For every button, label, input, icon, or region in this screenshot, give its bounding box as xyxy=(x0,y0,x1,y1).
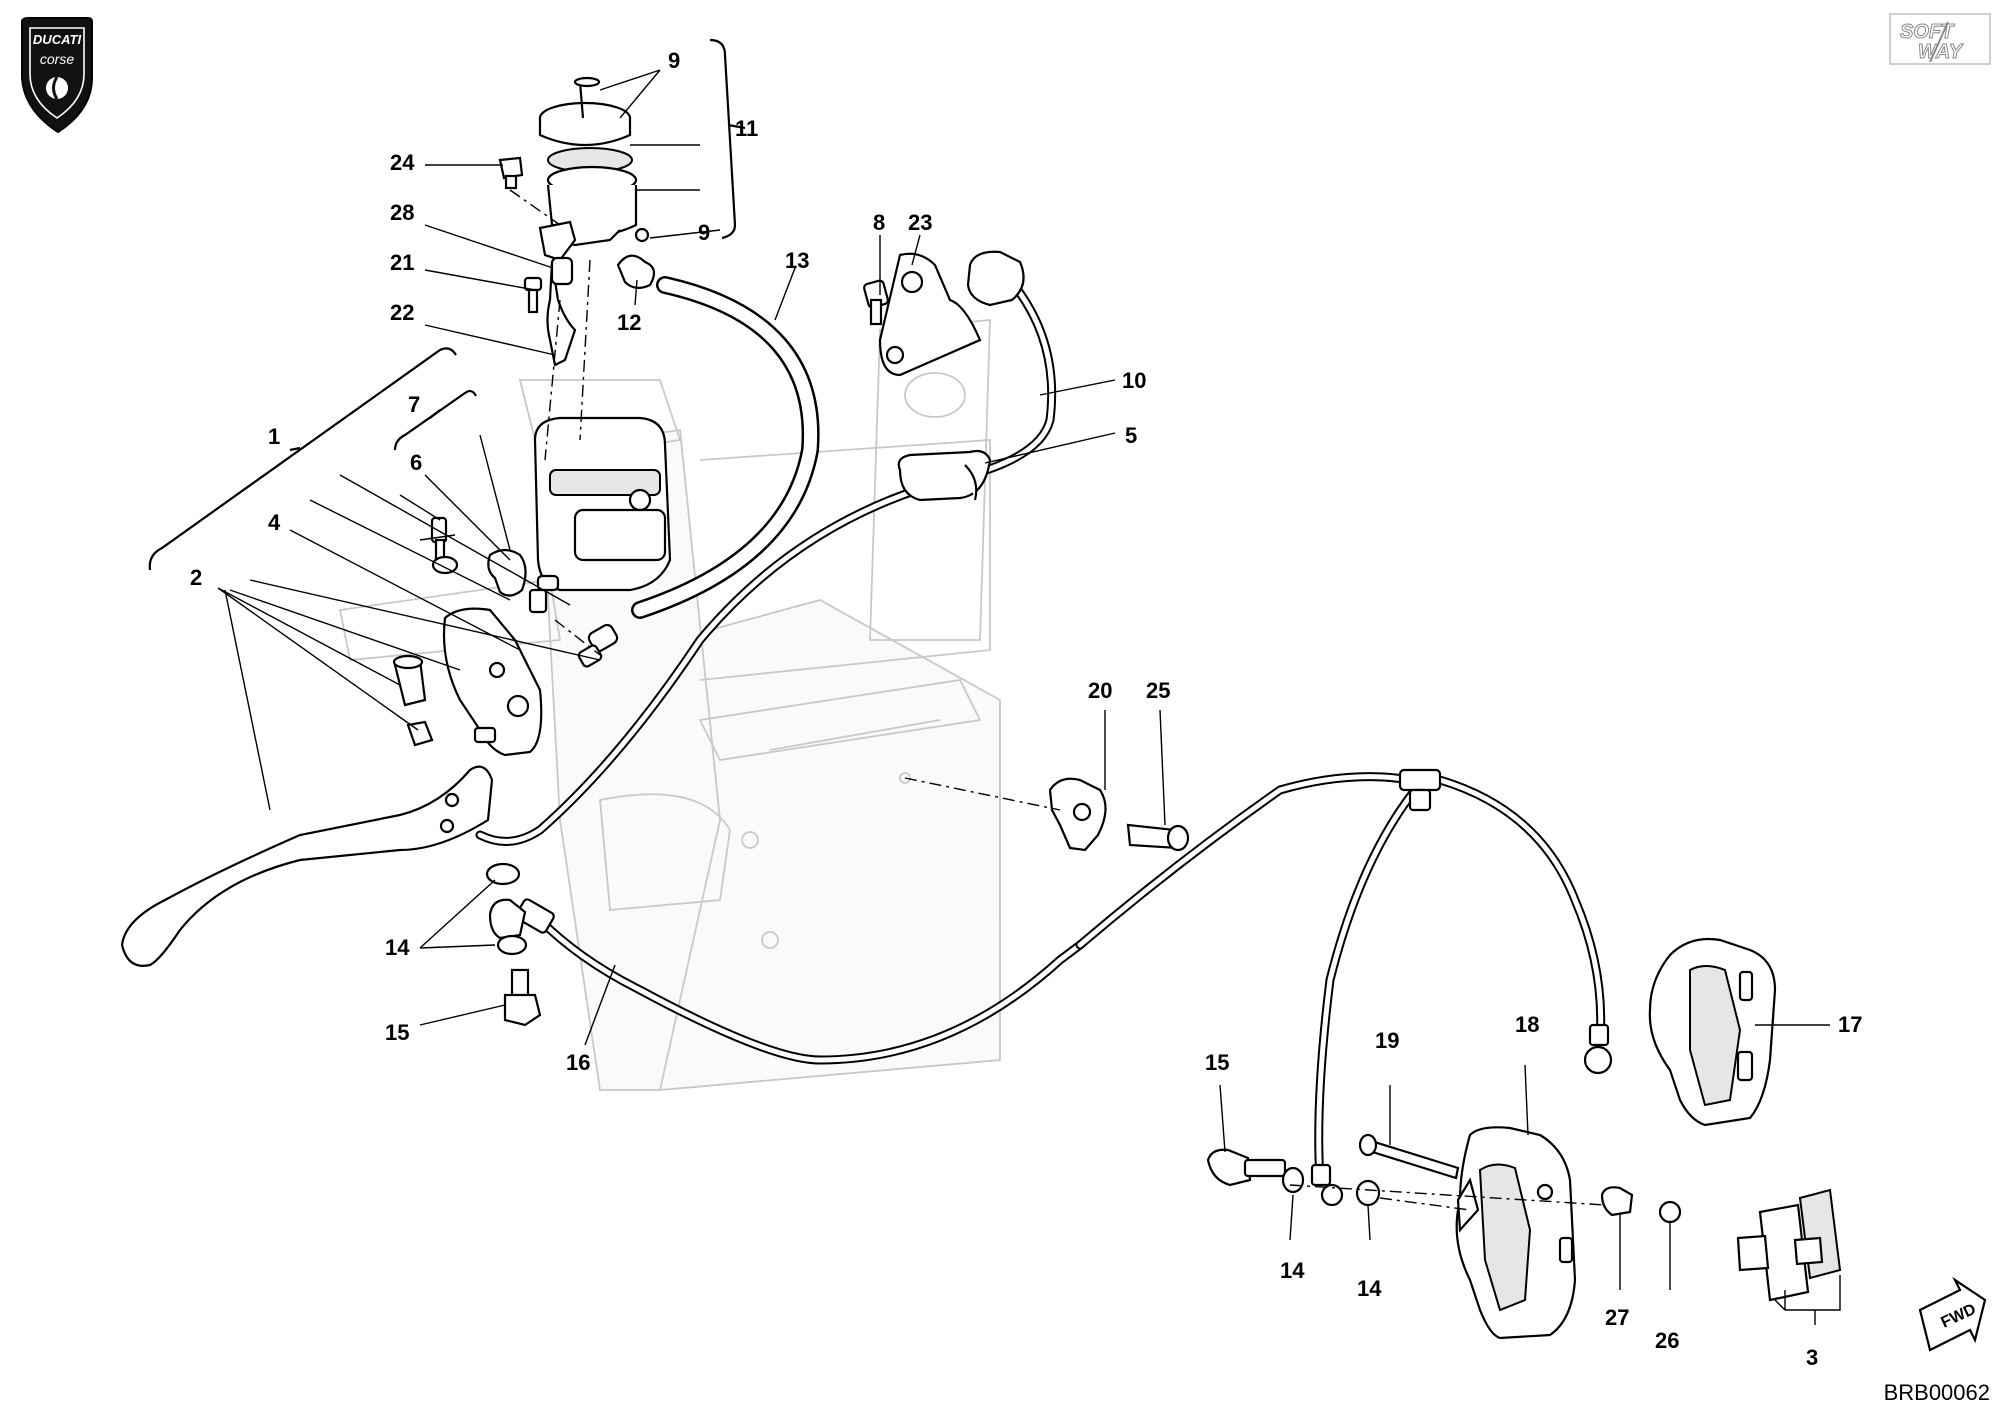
callout-11: 11 xyxy=(735,116,758,141)
callout-13: 13 xyxy=(785,248,809,273)
svg-text:WAY: WAY xyxy=(1918,41,1964,63)
callout-17: 17 xyxy=(1838,1012,1862,1037)
leader-lines xyxy=(217,69,1841,1325)
reservoir-bracket xyxy=(538,220,577,367)
callout-4: 4 xyxy=(268,510,281,535)
callout-labels: 9 11 9 24 28 21 22 12 13 8 23 10 5 7 1 6… xyxy=(190,48,1862,1370)
caliper-bolt xyxy=(1206,1148,1287,1187)
bleed-screw xyxy=(1600,1186,1682,1224)
callout-9-top: 9 xyxy=(668,48,680,73)
forward-arrow-icon: FWD xyxy=(1918,1276,1987,1352)
alignment-lines xyxy=(509,189,1606,1211)
callout-12: 12 xyxy=(617,310,641,335)
callout-28: 28 xyxy=(390,200,414,225)
brake-pads xyxy=(1736,1188,1842,1302)
bracket-braces xyxy=(148,38,746,571)
callout-25: 25 xyxy=(1146,678,1170,703)
banjo-eye-right xyxy=(1583,1023,1613,1075)
callout-20: 20 xyxy=(1088,678,1112,703)
diagram-code: BRB00062 xyxy=(1884,1380,1990,1405)
callout-16: 16 xyxy=(566,1050,590,1075)
callout-22: 22 xyxy=(390,300,414,325)
callout-23: 23 xyxy=(908,210,932,235)
callout-15-right: 15 xyxy=(1205,1050,1229,1075)
callout-8: 8 xyxy=(873,210,885,235)
callout-14-right: 14 xyxy=(1357,1276,1382,1301)
reservoir-hose xyxy=(631,276,820,619)
banjo-fitting xyxy=(485,862,542,1027)
adjuster-screw xyxy=(430,516,448,562)
callout-14-left: 14 xyxy=(385,935,410,960)
callout-21: 21 xyxy=(390,250,414,275)
softway-logo: SOFT WAY xyxy=(1889,13,1991,65)
pivot-pin xyxy=(392,654,427,707)
callout-9-bottom: 9 xyxy=(698,220,710,245)
clamp-bolt xyxy=(863,279,889,326)
ducati-corse-logo: DUCATI corse xyxy=(21,17,93,134)
banjo-bolt-small xyxy=(528,574,560,614)
banjo-eye-left xyxy=(1310,1163,1344,1207)
hose-junction xyxy=(1398,768,1442,812)
caliper-hose-left xyxy=(1314,785,1420,1185)
callout-10: 10 xyxy=(1122,368,1146,393)
callout-19: 19 xyxy=(1375,1028,1399,1053)
callout-6: 6 xyxy=(410,450,422,475)
callout-2: 2 xyxy=(190,565,202,590)
grommet xyxy=(550,256,574,286)
reservoir-screw xyxy=(498,156,524,190)
handlebar-clamp-lower xyxy=(897,449,992,502)
switch-bracket xyxy=(431,548,527,597)
svg-text:corse: corse xyxy=(40,51,74,67)
main-brake-hose xyxy=(515,772,1415,1065)
sensor-cable xyxy=(475,250,1057,846)
hose-fitting-master xyxy=(577,623,619,668)
callout-27: 27 xyxy=(1605,1305,1629,1330)
brake-lever xyxy=(120,765,494,967)
callout-26: 26 xyxy=(1655,1328,1679,1353)
bracket-screw xyxy=(523,276,543,314)
brake-caliper-left xyxy=(1455,1126,1577,1340)
callout-7: 7 xyxy=(408,392,420,417)
brake-caliper-right xyxy=(1648,937,1777,1127)
callout-24: 24 xyxy=(390,150,415,175)
fork-tube-ghost xyxy=(338,319,1001,1091)
callout-5: 5 xyxy=(1125,423,1137,448)
lever-bracket xyxy=(442,607,543,757)
callout-3: 3 xyxy=(1806,1345,1818,1370)
line-splitter xyxy=(1048,777,1190,852)
caliper-hose-right xyxy=(1435,775,1606,1045)
handlebar-clamp-upper xyxy=(878,252,982,377)
callout-14-mid: 14 xyxy=(1280,1258,1305,1283)
callout-18: 18 xyxy=(1515,1012,1539,1037)
master-cylinder xyxy=(533,416,672,592)
hose-clamp xyxy=(616,254,656,289)
callout-15-left: 15 xyxy=(385,1020,409,1045)
callout-1: 1 xyxy=(268,424,280,449)
svg-text:DUCATI: DUCATI xyxy=(33,32,82,47)
caliper-pin xyxy=(1358,1133,1460,1180)
